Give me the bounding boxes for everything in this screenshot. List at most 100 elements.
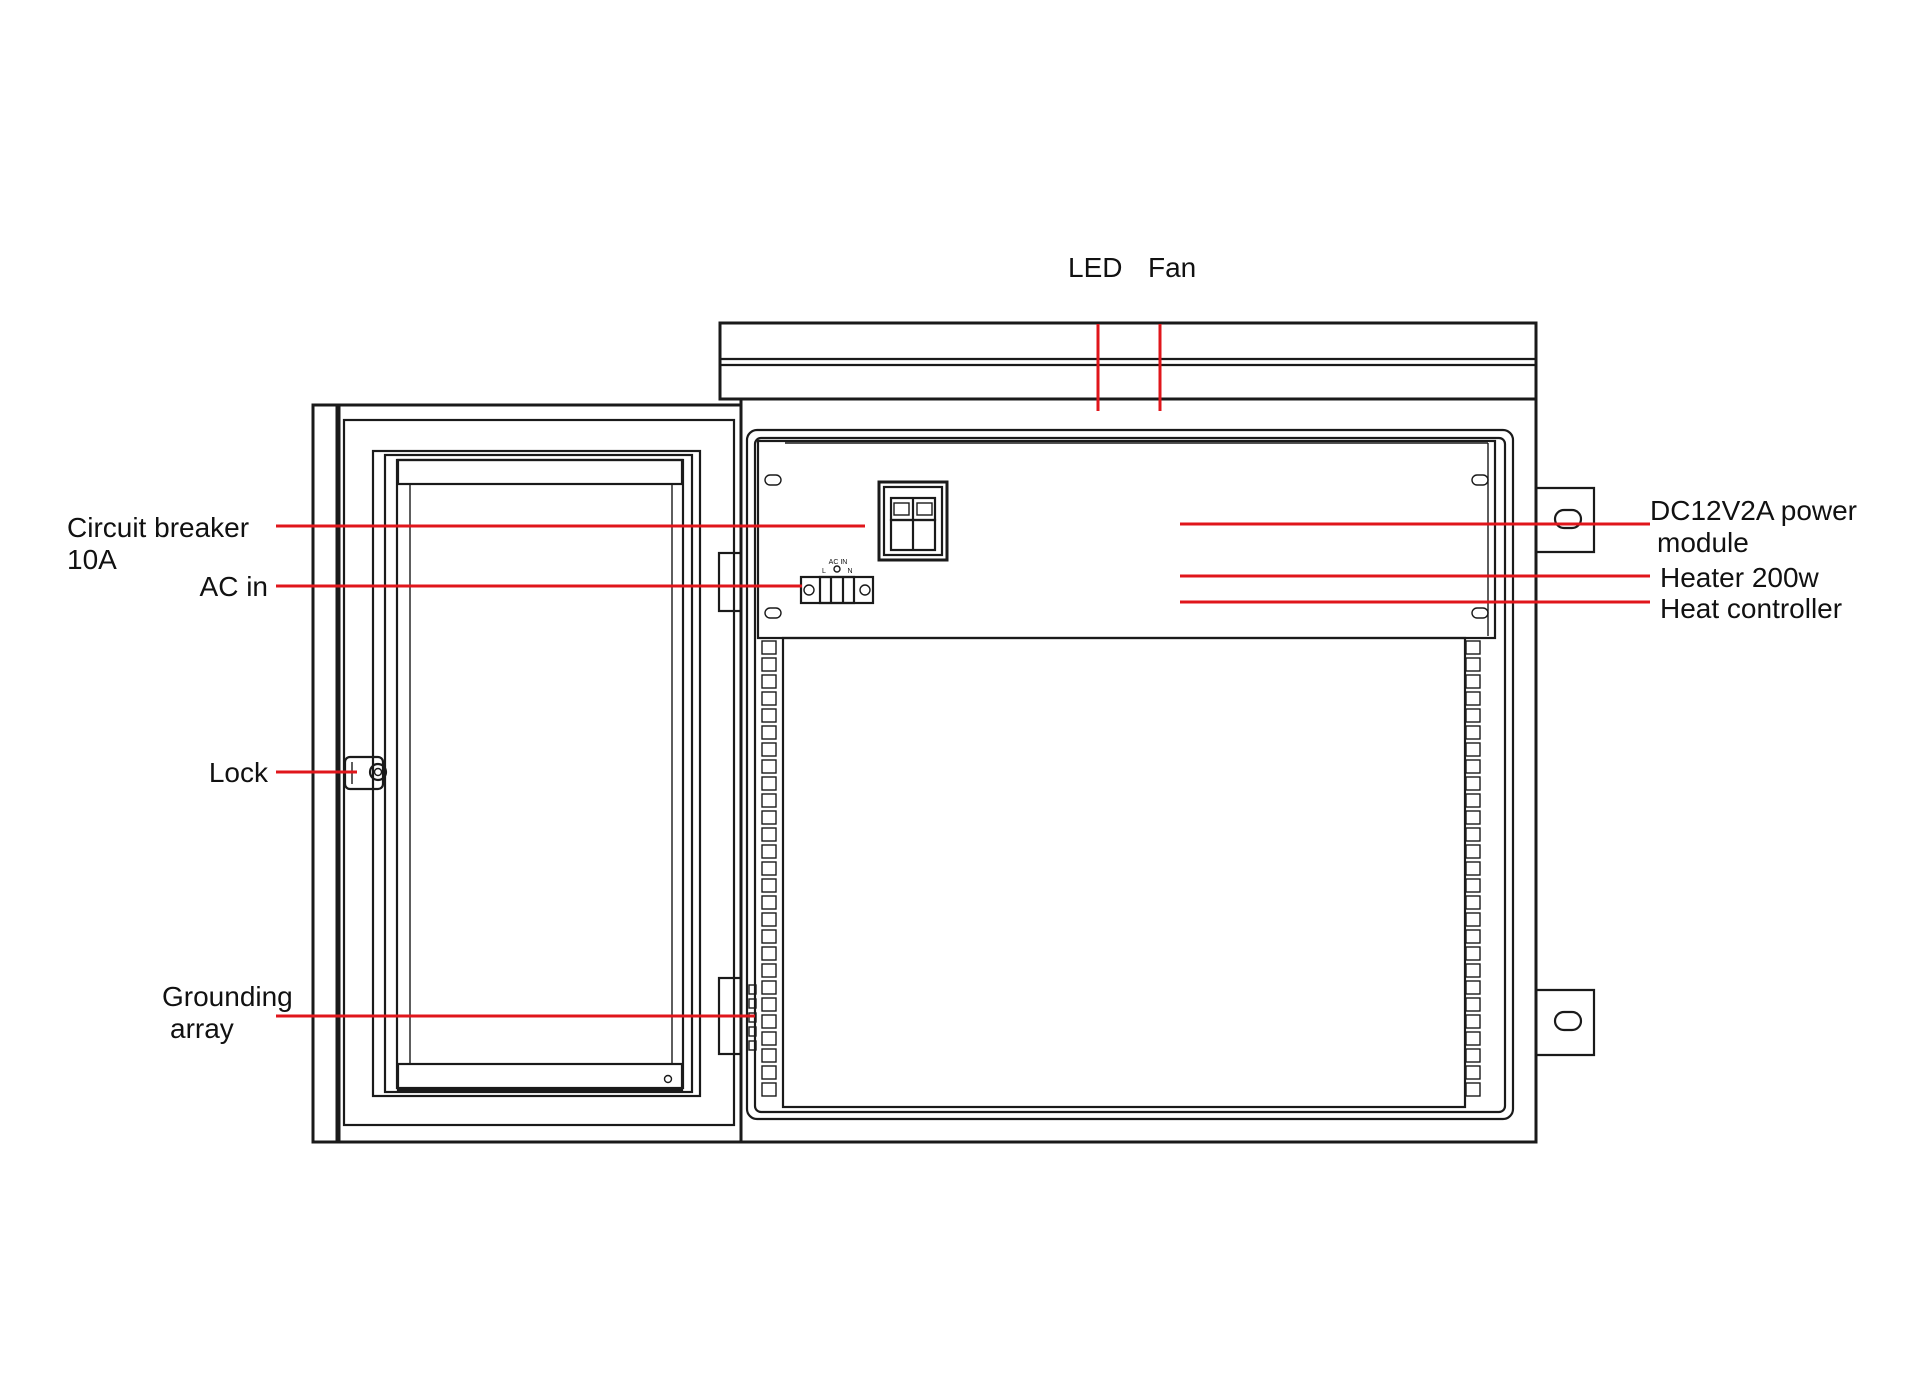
door-panel-inner xyxy=(395,458,685,1090)
leader-lines xyxy=(276,324,1650,1018)
heater-label: Heater 200w xyxy=(1660,562,1820,593)
led-label: LED xyxy=(1068,252,1122,283)
door-panel-outer xyxy=(371,449,702,1098)
circuit-breaker-icon xyxy=(877,480,949,562)
door-screw xyxy=(663,1074,673,1084)
terminal-title: AC IN xyxy=(829,559,848,566)
grounding-label: Grounding xyxy=(162,981,293,1012)
open-door xyxy=(311,403,743,1144)
fan-label: Fan xyxy=(1148,252,1196,283)
rail-hole-left xyxy=(761,1065,777,1080)
rail-hole-right xyxy=(1465,759,1481,774)
rail-hole-right xyxy=(1465,844,1481,859)
rail-hole-right xyxy=(1465,963,1481,978)
rail-hole-left xyxy=(761,946,777,961)
rail-hole-right xyxy=(1465,1014,1481,1029)
rail-hole-left xyxy=(761,1048,777,1063)
rail-hole-right xyxy=(1465,946,1481,961)
ac-terminal-block: AC IN L N xyxy=(799,559,875,605)
heat-controller-label: Heat controller xyxy=(1660,593,1842,624)
terminal-live-label: L xyxy=(822,568,826,575)
rail-hole-right xyxy=(1465,878,1481,893)
rail-hole-right xyxy=(1465,776,1481,791)
rail-hole-right xyxy=(1465,1031,1481,1046)
rail-hole-left xyxy=(761,878,777,893)
rail-hole-left xyxy=(761,691,777,706)
rail-hole-right xyxy=(1465,691,1481,706)
circuit-breaker-label: Circuit breaker xyxy=(67,512,249,543)
rail-hole-right xyxy=(1465,1048,1481,1063)
rail-hole-right xyxy=(1465,1065,1481,1080)
panel-slot-tr xyxy=(1471,474,1489,486)
panel-slot-bl xyxy=(764,607,782,619)
grounding-array-tabs xyxy=(748,984,757,1051)
lock-label: Lock xyxy=(209,757,269,788)
ground-terminal xyxy=(748,998,757,1009)
rail-hole-left xyxy=(761,1031,777,1046)
door-top-rail xyxy=(396,458,684,486)
rail-hole-right xyxy=(1465,657,1481,672)
panel-slot-tl xyxy=(764,474,782,486)
power-module-label-line2: module xyxy=(1657,527,1749,558)
rail-hole-right xyxy=(1465,810,1481,825)
top-housing xyxy=(718,321,1538,401)
rail-hole-left xyxy=(761,725,777,740)
ground-terminal xyxy=(748,1040,757,1051)
rail-hole-right xyxy=(1465,997,1481,1012)
panel-slot-br xyxy=(1471,607,1489,619)
cabinet-frame xyxy=(739,397,1538,1144)
rail-hole-right xyxy=(1465,793,1481,808)
rail-hole-right xyxy=(1465,674,1481,689)
ground-terminal xyxy=(748,1026,757,1037)
rack-rail-left xyxy=(761,640,777,1097)
rail-hole-left xyxy=(761,844,777,859)
rail-hole-left xyxy=(761,1082,777,1097)
callout-labels: LED Fan Circuit breaker 10A AC in Lock G… xyxy=(67,252,1857,1044)
rail-hole-right xyxy=(1465,980,1481,995)
cabinet-body: AC IN L N xyxy=(718,321,1596,1144)
rail-hole-left xyxy=(761,793,777,808)
power-module-label: DC12V2A power xyxy=(1650,495,1857,526)
rack-bay xyxy=(781,636,1467,1109)
rail-hole-right xyxy=(1465,929,1481,944)
door-panel-border xyxy=(383,453,694,1094)
equipment-panel xyxy=(756,439,1497,640)
rail-hole-left xyxy=(761,929,777,944)
rail-hole-right xyxy=(1465,708,1481,723)
rail-hole-left xyxy=(761,674,777,689)
cabinet-opening-outer xyxy=(745,428,1515,1121)
rail-hole-right xyxy=(1465,742,1481,757)
rail-hole-right xyxy=(1465,861,1481,876)
rail-hole-right xyxy=(1465,895,1481,910)
rail-hole-left xyxy=(761,980,777,995)
rail-hole-left xyxy=(761,827,777,842)
rail-hole-left xyxy=(761,708,777,723)
rail-hole-right xyxy=(1465,725,1481,740)
rail-hole-left xyxy=(761,742,777,757)
terminal-earth-symbol xyxy=(833,565,841,573)
door-hinge-top xyxy=(717,551,743,613)
rail-hole-left xyxy=(761,912,777,927)
rail-hole-right xyxy=(1465,827,1481,842)
grounding-label-line2: array xyxy=(170,1013,234,1044)
rail-hole-left xyxy=(761,963,777,978)
terminal-neutral-label: N xyxy=(847,568,852,575)
rail-hole-left xyxy=(761,640,777,655)
rail-hole-right xyxy=(1465,640,1481,655)
rail-hole-left xyxy=(761,657,777,672)
rail-hole-right xyxy=(1465,1082,1481,1097)
rail-hole-left xyxy=(761,895,777,910)
rail-hole-right xyxy=(1465,912,1481,927)
door-bottom-rail xyxy=(396,1062,684,1092)
mounting-bracket-bottom xyxy=(1536,988,1596,1057)
rail-hole-left xyxy=(761,1014,777,1029)
rail-hole-left xyxy=(761,776,777,791)
rack-rail-right xyxy=(1465,640,1481,1097)
rail-hole-left xyxy=(761,759,777,774)
rail-hole-left xyxy=(761,861,777,876)
ac-in-label: AC in xyxy=(200,571,268,602)
rail-hole-left xyxy=(761,997,777,1012)
cabinet-opening-inner xyxy=(753,436,1507,1114)
